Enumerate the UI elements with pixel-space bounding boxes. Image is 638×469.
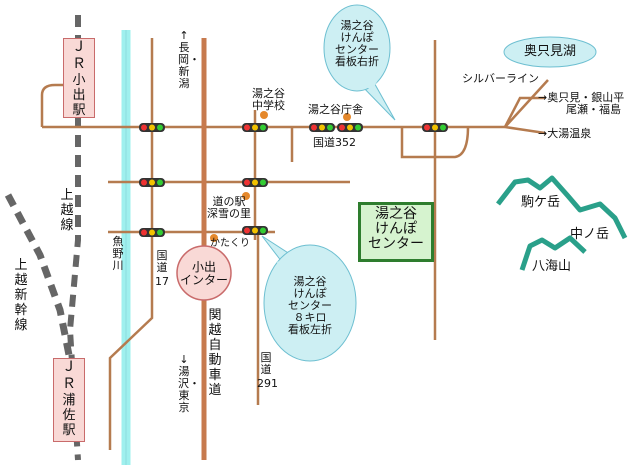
- urasa-station-name: 浦 佐 駅: [62, 393, 76, 438]
- traffic-lights: [139, 123, 448, 237]
- route17-label: 国道: [156, 249, 168, 274]
- town-office-label: 湯之谷庁舎: [308, 103, 363, 116]
- left-turn-bubble-text: 湯之谷 けんぽ センター ８キロ 看板左折: [288, 275, 332, 336]
- katakuri-label: かたくり: [210, 238, 250, 249]
- lake-bubble: [503, 36, 597, 68]
- right-turn-bubble-text: 湯之谷 けんぽ センター 看板右折: [335, 19, 379, 68]
- lake-label: 奥只見湖: [524, 44, 577, 59]
- mountains: [496, 175, 628, 271]
- urasa-station-jr: Ｊ Ｒ: [62, 359, 76, 392]
- junior-high-label: 湯之谷 中学校: [252, 87, 285, 112]
- obushi-station-jr: Ｊ Ｒ: [72, 39, 86, 72]
- expressway-label: 関越自動車道: [208, 308, 222, 398]
- route17-number: 17: [155, 275, 169, 288]
- river-label: 魚野川: [112, 235, 124, 272]
- direction-nagaoka: ↑長岡・新潟: [178, 29, 200, 90]
- bubble-left-turn: [261, 235, 357, 362]
- route352-label: 国道352: [313, 136, 356, 149]
- joetsu-line: [66, 15, 81, 461]
- michinoeki-label: 道の駅 深雪の里: [207, 195, 251, 220]
- mountain-komagatake: 駒ケ岳: [521, 195, 561, 210]
- direction-oyu: →大湯温泉: [538, 127, 592, 140]
- landmark-dots: [210, 111, 351, 242]
- interchange-label[interactable]: 小出 インター: [179, 260, 228, 287]
- destination-kenpo-center[interactable]: 湯之谷 けんぽ センター: [358, 202, 434, 262]
- interchange-circle: [176, 245, 232, 301]
- direction-okutadami: →奥只見・銀山平: [538, 91, 625, 104]
- obushi-station[interactable]: Ｊ Ｒ 小 出 駅: [63, 38, 95, 118]
- obushi-station-name: 小 出 駅: [72, 73, 86, 118]
- bubble-right-turn: [323, 4, 396, 121]
- route291-number: 291: [257, 377, 278, 390]
- urasa-station[interactable]: Ｊ Ｒ 浦 佐 駅: [53, 358, 85, 442]
- direction-okutadami-line2: 尾瀬・福島: [566, 103, 621, 116]
- silver-line-label: シルバーライン: [462, 72, 539, 85]
- mountain-hakkaisan: 八海山: [532, 259, 572, 274]
- shinkansen-line-label: 上越新幹線: [14, 258, 28, 333]
- direction-yuzawa: ↓湯沢・東京: [178, 353, 200, 414]
- route291-label: 国道: [260, 351, 272, 376]
- joetsu-line-label: 上越線: [60, 188, 74, 233]
- mountain-nakanodake: 中ノ岳: [570, 227, 610, 242]
